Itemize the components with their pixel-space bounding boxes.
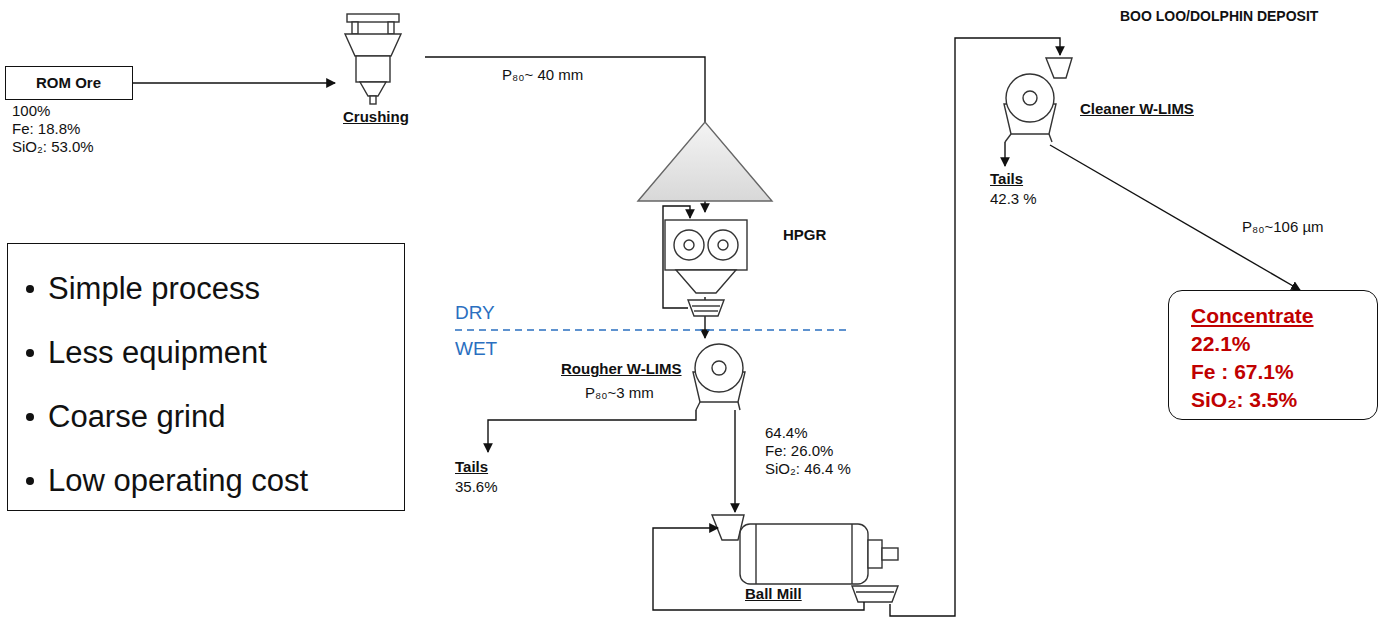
node-text: Coarse grind (48, 398, 225, 435)
tails-line (488, 410, 696, 452)
zone-label: WET (455, 338, 497, 361)
hpgr-icon (665, 220, 747, 293)
flow-line (734, 410, 735, 512)
crusher-unit: Crushing (335, 12, 425, 130)
stream-data: 35.6% (455, 478, 498, 496)
flow-line (890, 38, 1060, 616)
bullet-dot (26, 413, 34, 421)
stream-data: Fe: 26.0% (765, 442, 833, 460)
node-text: Rougher W-LIMS (561, 360, 682, 378)
feed-box: ROM Ore (5, 66, 133, 100)
node-text: ROM Ore (36, 74, 101, 92)
tails-label: Tails (455, 458, 488, 476)
ball-mill-icon (712, 515, 898, 602)
screen-icon (688, 300, 724, 316)
stream-data: Fe: 18.8% (12, 120, 80, 138)
ball-mill-unit: Ball Mill (705, 512, 900, 604)
tails-line (1004, 142, 1005, 166)
crusher-icon (345, 14, 401, 104)
node-text: HPGR (783, 226, 826, 244)
recycle-line (663, 206, 690, 308)
node-text: Concentrate (1191, 303, 1314, 328)
lims-drum-icon (1004, 58, 1072, 142)
flow-line (133, 82, 335, 83)
stream-data: SiO₂: 46.4 % (765, 460, 851, 478)
diagram-title: BOO LOO/DOLPHIN DEPOSIT (1120, 8, 1318, 25)
stream-data: SiO₂: 53.0% (12, 138, 94, 156)
size-label: P₈₀~3 mm (585, 384, 654, 402)
cleaner-unit: Cleaner W-LIMS (985, 55, 1230, 145)
node-text: Cleaner W-LIMS (1080, 100, 1194, 118)
stream-data: 100% (12, 102, 50, 120)
recycle-line (653, 528, 864, 610)
stream-data: 64.4% (765, 424, 808, 442)
dry-wet-divider (455, 329, 848, 331)
node-text: Ball Mill (745, 585, 802, 603)
bullet-dot (26, 285, 34, 293)
tails-label: Tails (990, 170, 1023, 188)
bullet-dot (26, 477, 34, 485)
node-text: SiO₂: 3.5% (1191, 387, 1297, 412)
stream-data: 42.3 % (990, 190, 1037, 208)
node-text: Crushing (343, 108, 409, 126)
size-label: P₈₀~ 40 mm (500, 66, 585, 84)
product-box: Concentrate 22.1% Fe : 67.1% SiO₂: 3.5% (1168, 290, 1378, 420)
node-text: Less equipment (48, 334, 267, 371)
stockpile (638, 122, 772, 201)
node-text: Simple process (48, 270, 260, 307)
zone-label: DRY (455, 302, 495, 325)
hpgr-unit: HPGR (655, 212, 845, 297)
lims-drum-icon (693, 344, 745, 410)
notes-box: Simple processLess equipmentCoarse grind… (7, 243, 405, 511)
node-text: Fe : 67.1% (1191, 359, 1294, 384)
node-text: Low operating cost (48, 462, 308, 499)
bullet-dot (26, 349, 34, 357)
node-text: 22.1% (1191, 331, 1251, 356)
size-label: P₈₀~106 µm (1240, 218, 1326, 236)
